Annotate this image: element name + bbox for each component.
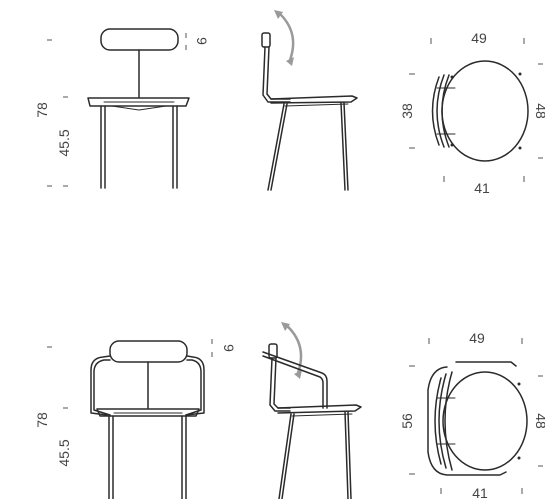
side-chair-side-view <box>261 10 358 191</box>
side-chair-front-view: 78 45.5 9 <box>34 28 210 189</box>
seat-height-label: 45.5 <box>56 439 72 466</box>
rotation-arrow-icon <box>284 323 303 374</box>
seat-height-label: 45.5 <box>56 129 72 156</box>
seat-width-label: 49 <box>469 330 485 346</box>
side-depth-label: 48 <box>533 103 545 119</box>
armchair-top-view: 49 41 56 48 <box>399 330 545 499</box>
rotation-arrow-icon <box>277 11 295 61</box>
overall-width-label: 56 <box>399 413 415 429</box>
armchair-front-view: 78 45.5 9 <box>34 339 237 499</box>
backrest-height-label: 9 <box>194 37 210 45</box>
side-depth-label: 48 <box>533 413 545 429</box>
armchair-side-view <box>262 322 362 499</box>
seat-width-label: 49 <box>471 30 487 46</box>
seat-depth-label: 41 <box>472 485 488 499</box>
side-chair-top-view: 49 41 38 48 <box>399 30 545 196</box>
seat-depth-label: 41 <box>474 180 490 196</box>
overall-height-label: 78 <box>34 102 50 118</box>
backrest-height-label: 9 <box>221 344 237 352</box>
overall-depth-label: 38 <box>399 103 415 119</box>
overall-height-label: 78 <box>34 412 50 428</box>
